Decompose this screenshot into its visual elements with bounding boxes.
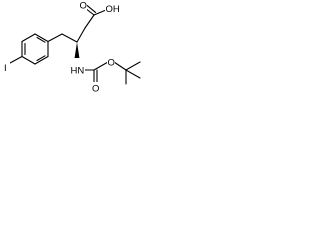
benzene-ring: [21, 33, 49, 65]
bond-ch2-carboxyl-carbon: [84, 14, 95, 29]
atom-label-ester-oxygen: O: [108, 58, 115, 69]
label-background-ester-oxygen: [107, 57, 115, 67]
bond-ester-oxygen-tbutyl: [113, 61, 127, 71]
bond-stereocenter-ch2-acid: [76, 27, 86, 43]
bond-carboxyl-carbonyl-2: [86, 5, 97, 13]
atom-label-iodine: I: [4, 63, 7, 74]
atom-label-carbamate-oxygen: O: [92, 84, 99, 95]
label-background-iodine: [3, 62, 10, 73]
bond-carbamate-ester-oxygen: [93, 61, 109, 71]
label-background-hydroxyl: [105, 3, 120, 14]
bond-carboxyl-hydroxyl: [93, 9, 107, 16]
label-background-amine: [70, 64, 85, 75]
bond-tbutyl-methyl-2: [125, 69, 141, 79]
atom-label-carbonyl-oxygen: O: [80, 1, 87, 12]
ring-double-bond-b: [36, 55, 46, 62]
atom-label-hydroxyl: OH: [106, 4, 120, 15]
ring-bond-1: [21, 33, 36, 43]
bond-tbutyl-methyl-1: [125, 61, 141, 71]
bond-ring-ch2: [47, 33, 63, 43]
ring-bond-4: [34, 55, 49, 65]
label-background-carbamate-oxygen: [91, 82, 100, 93]
ring-bond-6: [34, 33, 49, 43]
bond-ch2-stereocenter: [61, 33, 78, 43]
ring-double-bond-c: [36, 36, 46, 43]
chemical-structure-diagram: I O OH HN O O: [3, 0, 141, 95]
ring-bond-3: [21, 55, 36, 65]
atom-label-amine: HN: [71, 66, 85, 77]
stereo-wedge-bond: [74, 42, 80, 58]
label-background-carbonyl-oxygen: [79, 0, 87, 10]
bond-ring-iodine: [9, 55, 23, 64]
